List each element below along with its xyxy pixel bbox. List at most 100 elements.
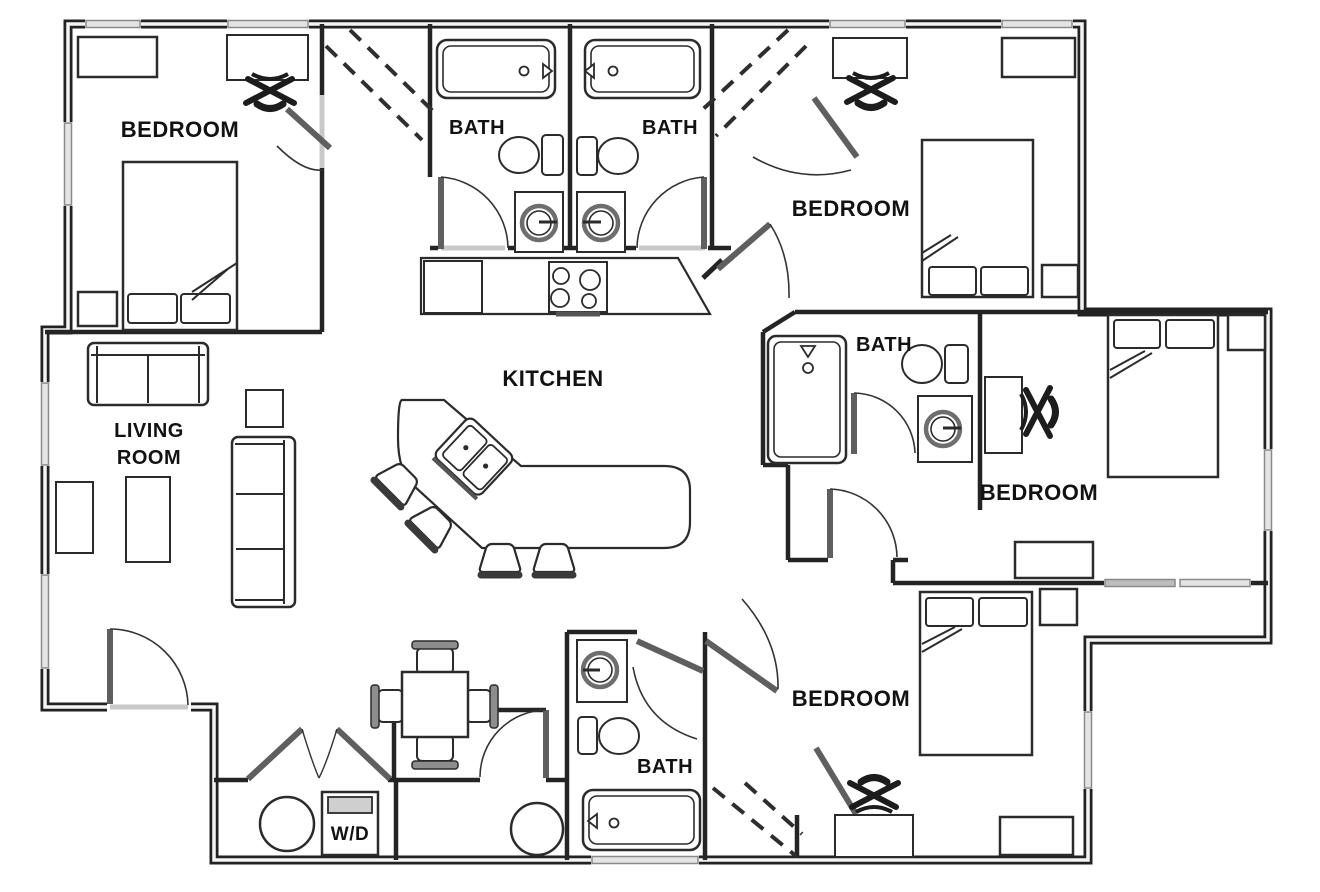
- stove: [548, 261, 608, 317]
- door-bedroom-top-right: [716, 221, 790, 299]
- window: [1083, 711, 1094, 789]
- interior-walls: [45, 24, 1268, 860]
- nightstand: [76, 290, 119, 328]
- desk-chair-icon: [847, 73, 895, 108]
- label-kitchen: KITCHEN: [502, 366, 603, 391]
- dresser: [998, 815, 1075, 857]
- label-living-room-line1: LIVING: [114, 420, 184, 442]
- door-closet-top-right: [752, 96, 860, 176]
- windows: [40, 19, 1273, 866]
- label-bedroom-bottom: BEDROOM: [792, 686, 910, 711]
- bed: [920, 138, 1035, 299]
- dresser: [76, 35, 159, 79]
- window: [40, 574, 50, 669]
- door-bath-top-right: [636, 176, 707, 249]
- toilet: [498, 134, 564, 176]
- door-openings: [107, 95, 708, 713]
- fixtures: [55, 34, 1267, 858]
- bar-stool: [480, 544, 520, 575]
- bed: [1106, 313, 1220, 479]
- door-laundry-right: [318, 726, 393, 782]
- island-sink: [431, 417, 514, 501]
- coffee-table: [125, 476, 171, 563]
- door-bath-top-left: [438, 176, 509, 249]
- dresser: [1013, 540, 1095, 580]
- bar-stool: [534, 544, 574, 575]
- bathtub: [581, 788, 702, 852]
- toilet: [577, 716, 640, 755]
- water-heater: [509, 801, 565, 857]
- label-bath-bottom: BATH: [637, 756, 693, 778]
- label-bath-top-left: BATH: [449, 117, 505, 139]
- room-labels: BEDROOM BATH BATH BEDROOM KITCHEN LIVING…: [114, 117, 1098, 845]
- closet-bottom-rod2: [743, 781, 804, 836]
- window: [1104, 578, 1251, 589]
- window: [829, 19, 906, 29]
- bathtub: [435, 38, 557, 100]
- kitchen-island: [396, 398, 692, 550]
- label-bath-middle-right: BATH: [856, 334, 912, 356]
- sink-vanity: [576, 639, 628, 703]
- nightstand: [1226, 313, 1267, 352]
- dining-chair: [377, 689, 404, 723]
- door-bedroom-bottom: [704, 598, 779, 694]
- dresser: [1000, 36, 1077, 79]
- doors: [107, 96, 916, 816]
- dining-chair: [416, 647, 454, 675]
- door-bath-middle-right: [851, 392, 916, 454]
- dining-set: [370, 640, 499, 770]
- window: [1001, 19, 1073, 29]
- dining-chair: [416, 734, 454, 762]
- label-bedroom-middle-right: BEDROOM: [980, 480, 1098, 505]
- refrigerator: [423, 260, 483, 314]
- sink-vanity: [576, 191, 626, 253]
- desk-chair-icon: [1021, 388, 1056, 436]
- window: [63, 122, 73, 206]
- sofa: [230, 435, 297, 609]
- bathtub: [766, 334, 848, 465]
- toilet: [901, 344, 969, 384]
- washer-dryer: [320, 790, 380, 857]
- closet-top-right-rod: [714, 44, 808, 138]
- door-utility-closet: [479, 709, 549, 778]
- closet-rod-lines: [324, 28, 808, 858]
- closet-top-left-rod: [324, 44, 424, 142]
- door-closet-bottom: [813, 746, 859, 816]
- door-entry: [107, 628, 189, 706]
- bed: [918, 590, 1034, 757]
- label-bedroom-top-right: BEDROOM: [792, 196, 910, 221]
- dining-table: [400, 670, 470, 739]
- loveseat: [86, 341, 210, 407]
- door-back-hall: [827, 488, 898, 558]
- door-laundry-left: [245, 726, 320, 782]
- end-table: [245, 389, 284, 428]
- closet-top-left-rod2: [348, 28, 440, 118]
- dining-chair: [465, 689, 492, 723]
- toilet: [576, 136, 639, 176]
- door-bath-bottom: [632, 638, 705, 740]
- nightstand: [1038, 587, 1079, 627]
- bed: [121, 160, 239, 332]
- nightstand: [1040, 263, 1080, 299]
- desk: [226, 34, 309, 81]
- window: [1263, 449, 1273, 531]
- window: [40, 382, 50, 466]
- desk: [832, 37, 908, 79]
- window: [227, 19, 309, 29]
- bathtub: [583, 38, 702, 100]
- desk: [984, 376, 1023, 454]
- desk-chair-icon: [850, 778, 898, 813]
- desk-chair-icon: [246, 74, 294, 109]
- desk: [834, 814, 914, 858]
- water-heater: [258, 795, 316, 853]
- label-living-room-line2: ROOM: [117, 447, 181, 469]
- kitchen-counter: [419, 256, 712, 317]
- closet-bottom-rod: [711, 786, 798, 858]
- door-bedroom-top-left: [276, 106, 333, 171]
- window: [591, 855, 699, 866]
- label-bedroom-top-left: BEDROOM: [121, 117, 239, 142]
- tv-console: [55, 481, 94, 554]
- closet-top-right-rod2: [698, 28, 790, 114]
